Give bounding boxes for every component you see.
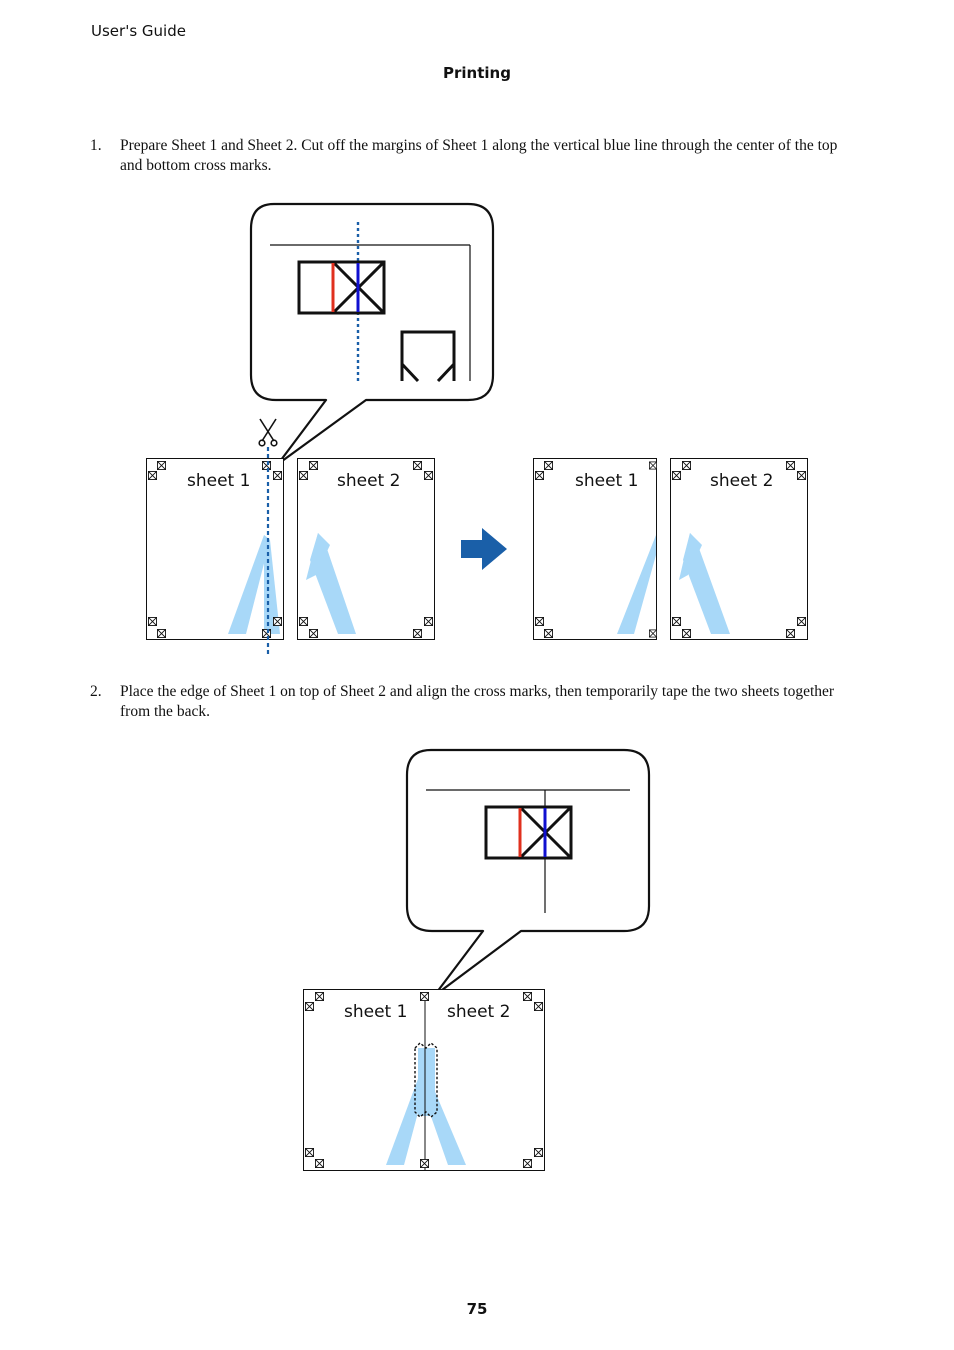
after-sheet-1-label: sheet 1 [575, 471, 638, 491]
page-number: 75 [466, 1300, 488, 1318]
zoom-callout-1 [249, 202, 495, 466]
zoomed-cross-mark [297, 260, 386, 315]
figure-1: sheet 1 sheet 2 [146, 202, 808, 655]
before-sheet-1-label: sheet 1 [187, 471, 250, 491]
joined-sheet-2-label: sheet 2 [447, 1002, 510, 1022]
zoom-callout-2 [405, 748, 651, 998]
running-header-section: Printing [443, 64, 511, 82]
zoomed-aligned-cross-mark [484, 805, 573, 860]
before-sheet-1: sheet 1 [146, 458, 284, 640]
tape [414, 1042, 438, 1118]
step-2-text: Place the edge of Sheet 1 on top of Shee… [120, 683, 835, 720]
right-arrow-icon [461, 528, 507, 570]
running-header-guide: User's Guide [91, 22, 186, 40]
figure-2: sheet 1 sheet 2 [303, 748, 651, 1171]
step-1-number: 1. [90, 137, 102, 154]
before-sheet-2-label: sheet 2 [337, 471, 400, 491]
scissors-icon [258, 418, 278, 447]
step-2-number: 2. [90, 683, 102, 700]
after-sheet-2-label: sheet 2 [710, 471, 773, 491]
joined-sheet-1-label: sheet 1 [344, 1002, 407, 1022]
after-sheet-2: sheet 2 [670, 458, 808, 640]
joined-sheets: sheet 1 sheet 2 [303, 989, 545, 1171]
after-sheet-1: sheet 1 [533, 458, 657, 640]
step-1-text: Prepare Sheet 1 and Sheet 2. Cut off the… [120, 137, 838, 174]
before-sheet-2: sheet 2 [297, 458, 435, 640]
